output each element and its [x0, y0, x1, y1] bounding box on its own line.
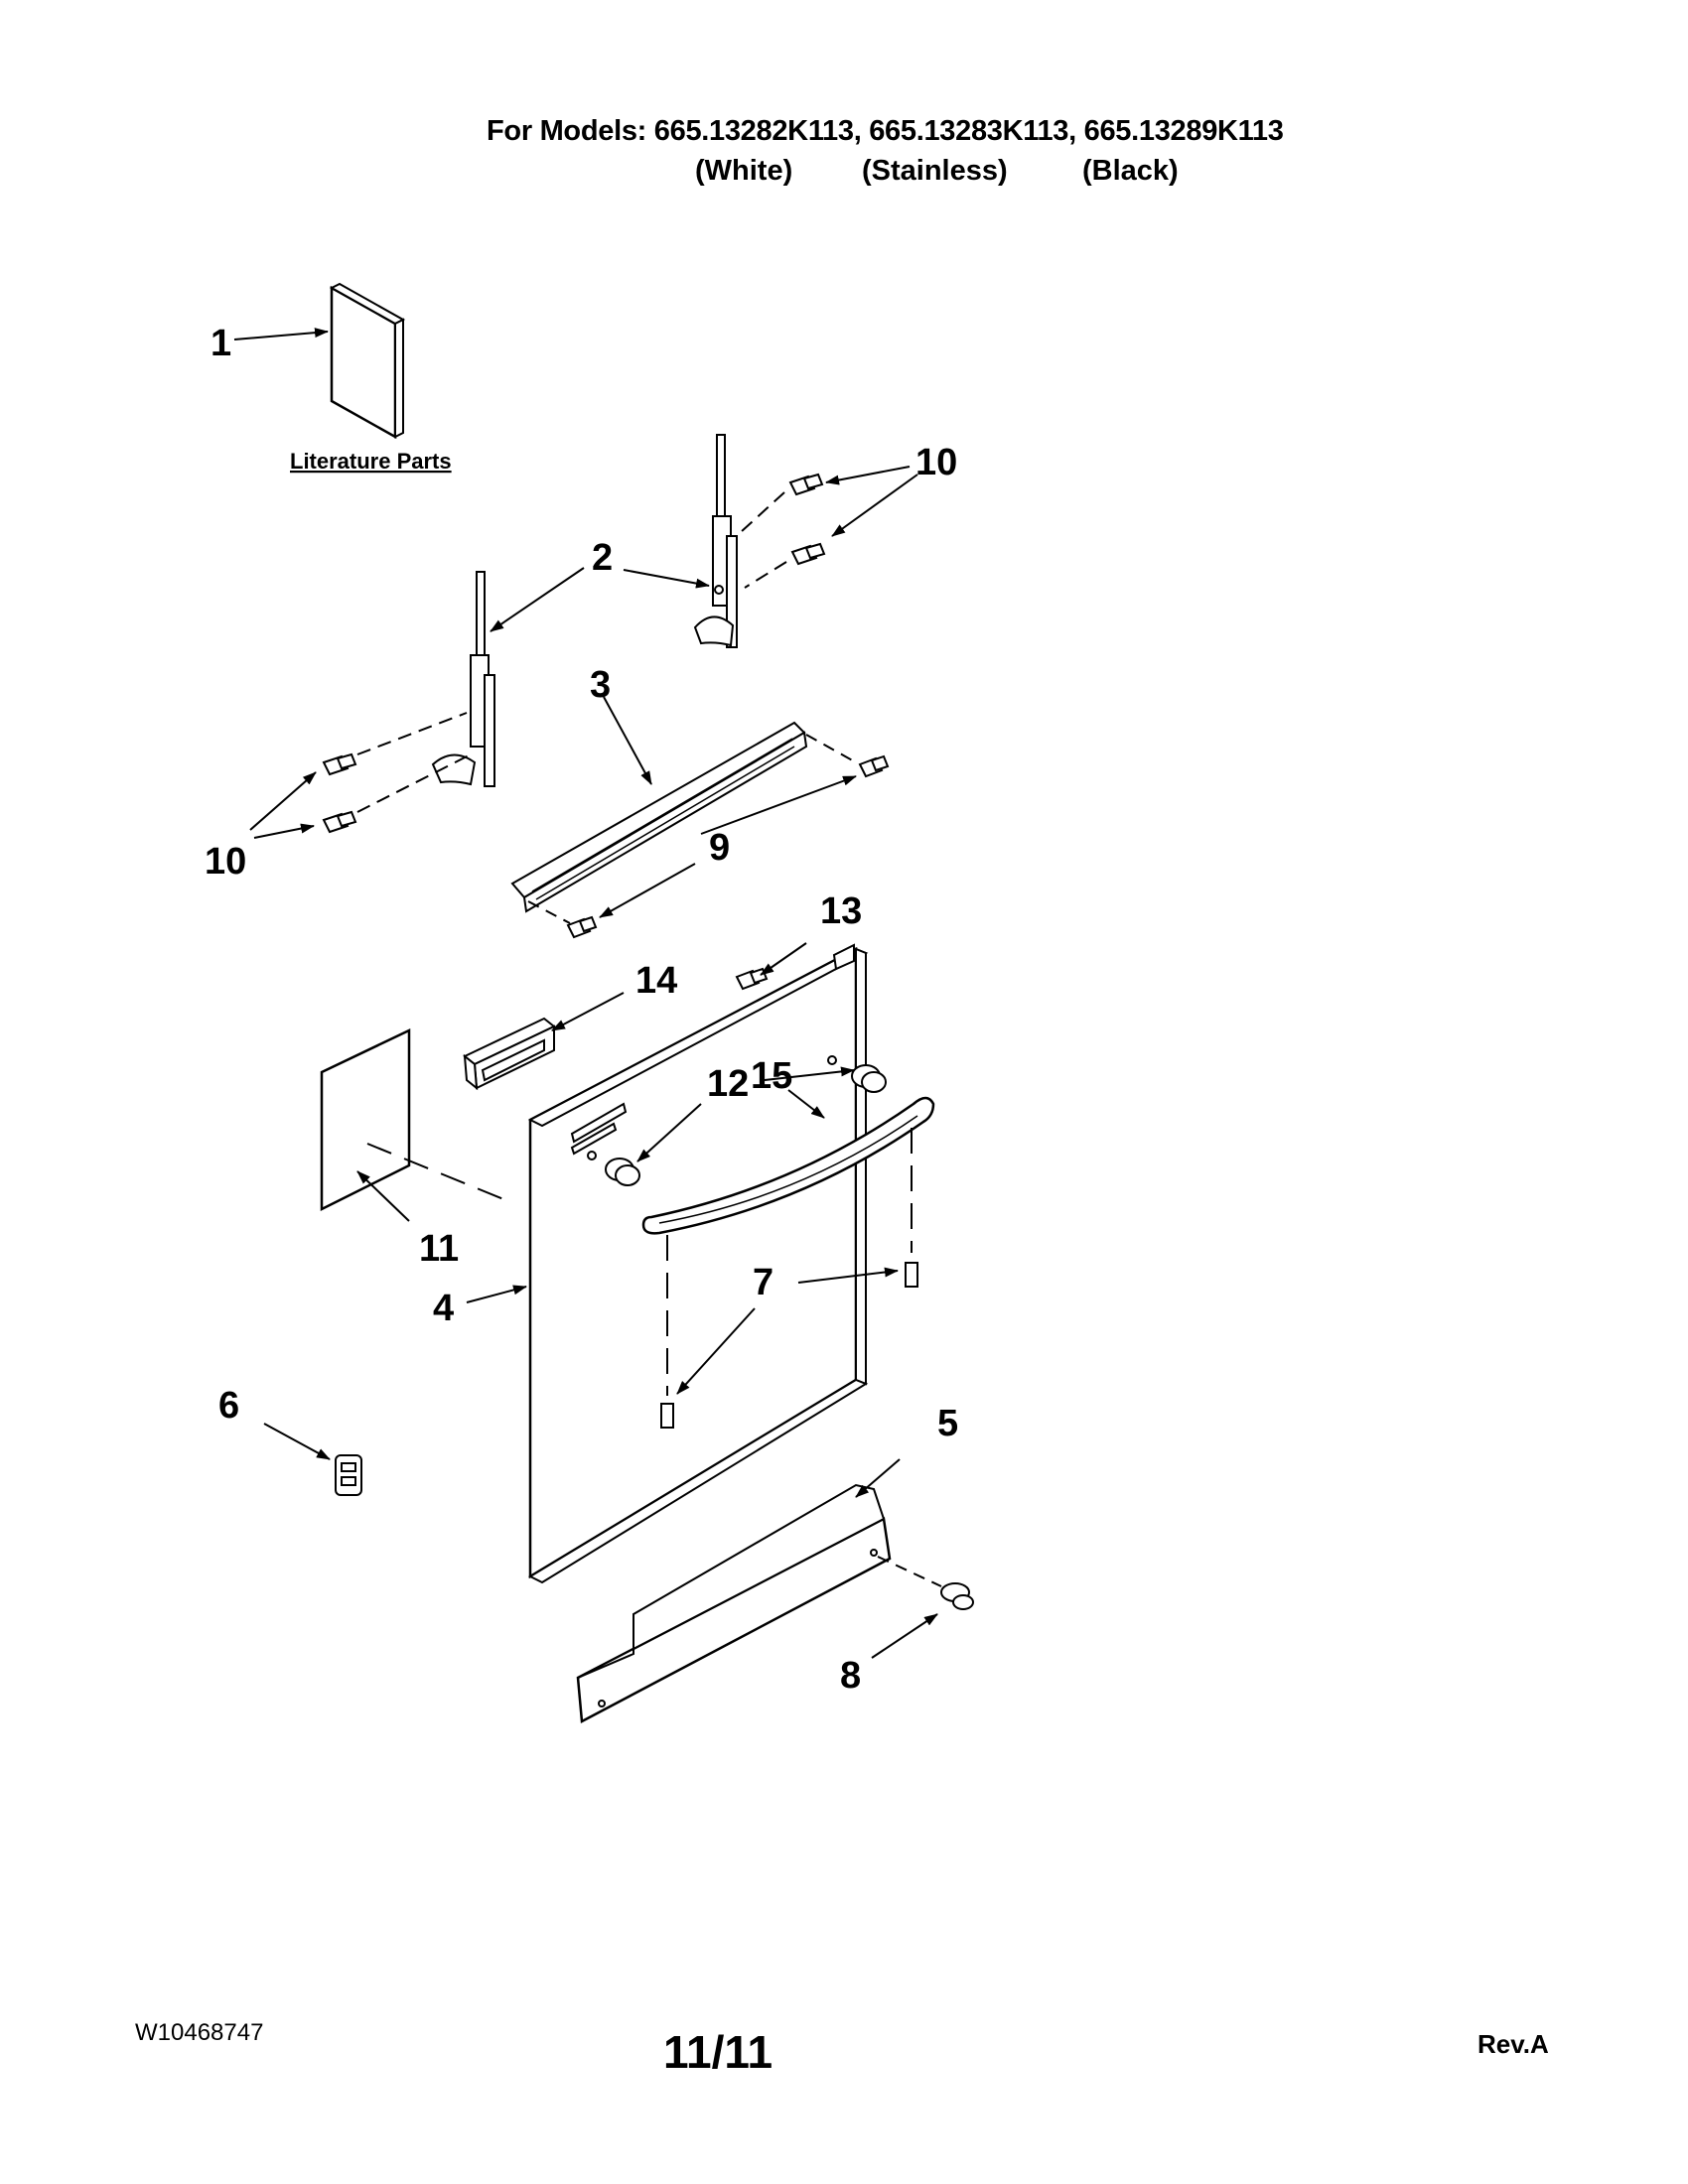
handle-mount-left — [587, 1151, 640, 1186]
dash-8 — [877, 1556, 942, 1587]
screw-10-lower-b — [322, 810, 357, 834]
callout-8: 8 — [840, 1655, 861, 1697]
toe-panel — [576, 1483, 892, 1723]
literature-booklet — [329, 282, 406, 440]
callout-3: 3 — [590, 664, 611, 706]
leader-8 — [871, 1613, 938, 1659]
leader-9b — [599, 863, 696, 918]
literature-parts-label: Literature Parts — [290, 449, 452, 474]
leader-12b — [636, 1103, 702, 1162]
leader-7a — [797, 1267, 899, 1284]
spacer-right — [905, 1262, 918, 1288]
leader-3 — [603, 696, 652, 785]
leader-11 — [356, 1170, 410, 1222]
handle-mount-right — [827, 1055, 887, 1093]
leader-2a — [623, 569, 710, 589]
callout-2: 2 — [592, 537, 613, 579]
door-bumper — [335, 1454, 362, 1496]
callout-10-lower: 10 — [205, 841, 246, 883]
callout-13: 13 — [820, 890, 862, 932]
variant-white: (White) — [695, 155, 793, 187]
leader-12a — [764, 1066, 855, 1081]
leader-6 — [263, 1423, 331, 1460]
leader-10-upper-b — [831, 474, 918, 537]
door-top-channel — [510, 721, 808, 913]
dash-10-b — [744, 561, 787, 589]
callout-9: 9 — [709, 827, 730, 869]
variant-stainless: (Stainless) — [862, 155, 1008, 187]
callout-14: 14 — [635, 960, 677, 1002]
callout-5: 5 — [937, 1403, 958, 1444]
hinge-left — [431, 571, 495, 787]
door-handle — [641, 1096, 935, 1235]
screw-9-left — [566, 915, 598, 939]
leader-14 — [551, 992, 625, 1031]
screw-13 — [735, 967, 769, 991]
callout-11: 11 — [419, 1228, 459, 1270]
leader-7b — [676, 1307, 756, 1395]
screw-10-upper-a — [788, 473, 824, 496]
door-handle-edge — [658, 1115, 918, 1224]
leader-1 — [233, 328, 329, 341]
variant-black: (Black) — [1082, 155, 1179, 187]
dash-10-a — [740, 491, 785, 533]
dash-11 — [366, 1143, 509, 1202]
page-number: 11/11 — [663, 2026, 774, 2078]
callout-15: 15 — [751, 1055, 792, 1097]
leader-10-upper-a — [825, 466, 911, 485]
leader-2b — [490, 567, 585, 632]
screw-9-right — [858, 754, 890, 778]
leader-15 — [787, 1089, 825, 1119]
leader-4 — [466, 1285, 527, 1303]
leader-5 — [855, 1458, 901, 1498]
leader-10-lower-b — [253, 823, 315, 839]
screw-8 — [940, 1582, 974, 1610]
leader-9a — [700, 775, 857, 835]
callout-6: 6 — [218, 1385, 239, 1427]
callout-1: 1 — [211, 323, 231, 364]
revision-label: Rev.A — [1477, 2029, 1549, 2059]
callout-7: 7 — [753, 1262, 774, 1303]
callout-12: 12 — [707, 1063, 749, 1105]
leader-13 — [760, 942, 807, 976]
spacer-left — [660, 1403, 674, 1429]
dash-9-b — [527, 900, 571, 924]
dash-10-c — [356, 712, 468, 755]
screw-10-upper-b — [790, 542, 826, 566]
screw-10-lower-a — [322, 752, 357, 776]
outer-door-panel — [527, 943, 869, 1584]
slot-insert — [463, 1017, 556, 1091]
models-line: For Models: 665.13282K113, 665.13283K113… — [487, 115, 1284, 147]
callout-4: 4 — [433, 1288, 454, 1329]
insulation-pad — [320, 1028, 411, 1212]
leader-10-lower-a — [249, 771, 317, 831]
hinge-right — [693, 434, 738, 648]
dash-9-a — [805, 734, 857, 763]
document-number: W10468747 — [135, 2019, 264, 2046]
callout-10-upper: 10 — [915, 442, 957, 483]
